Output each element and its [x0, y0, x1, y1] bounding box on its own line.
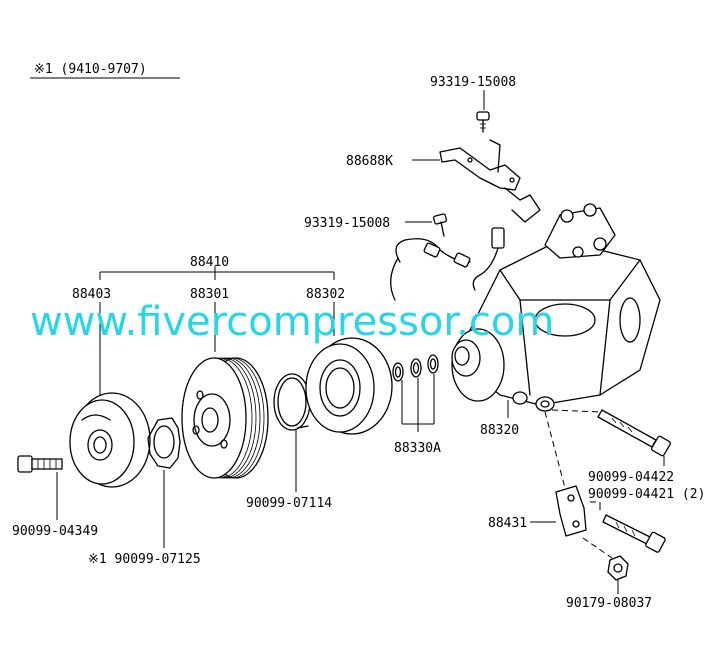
shims-part [392, 354, 439, 432]
ring-part [147, 417, 181, 548]
bolt-small-part [17, 455, 63, 520]
bolt-mid-part [405, 213, 448, 237]
snap-ring-part [273, 373, 311, 492]
bolt-pair-part [599, 502, 666, 553]
label-ring: ※1 90099-07125 [88, 552, 201, 567]
label-bolt-small: 90099-04349 [12, 524, 98, 539]
label-snap-ring: 90099-07114 [246, 496, 332, 511]
bracket-part [412, 139, 541, 223]
bolt-top-part [476, 90, 490, 133]
pulley-part [181, 302, 269, 479]
label-nut: 90179-08037 [566, 596, 652, 611]
label-shims: 88330A [394, 441, 441, 456]
label-stay: 88431 [488, 516, 527, 531]
nut-part [582, 537, 629, 594]
field-coil-part [305, 302, 393, 435]
clutch-group-bracket [99, 266, 335, 280]
label-bracket: 88688K [346, 154, 393, 169]
label-bolt-top: 93319-15008 [430, 75, 516, 90]
compressor-part [390, 203, 661, 418]
label-bolt-mid: 93319-15008 [304, 216, 390, 231]
label-bolt-long: 90099-04422 [588, 470, 674, 485]
watermark-text: www.fivercompressor.com [30, 299, 554, 345]
bolt-long-part [551, 409, 671, 466]
label-compressor: 88320 [480, 423, 519, 438]
header-note: ※1 (9410-9707) [34, 62, 147, 77]
label-pressure-plate: 88403 [72, 287, 111, 302]
label-bolt-pair: 90099-04421 (2) [588, 487, 705, 502]
label-pulley: 88301 [190, 287, 229, 302]
pressure-plate-part [69, 302, 151, 488]
label-clutch-assy: 88410 [190, 255, 229, 270]
stay-part [530, 411, 600, 537]
label-field-coil: 88302 [306, 287, 345, 302]
